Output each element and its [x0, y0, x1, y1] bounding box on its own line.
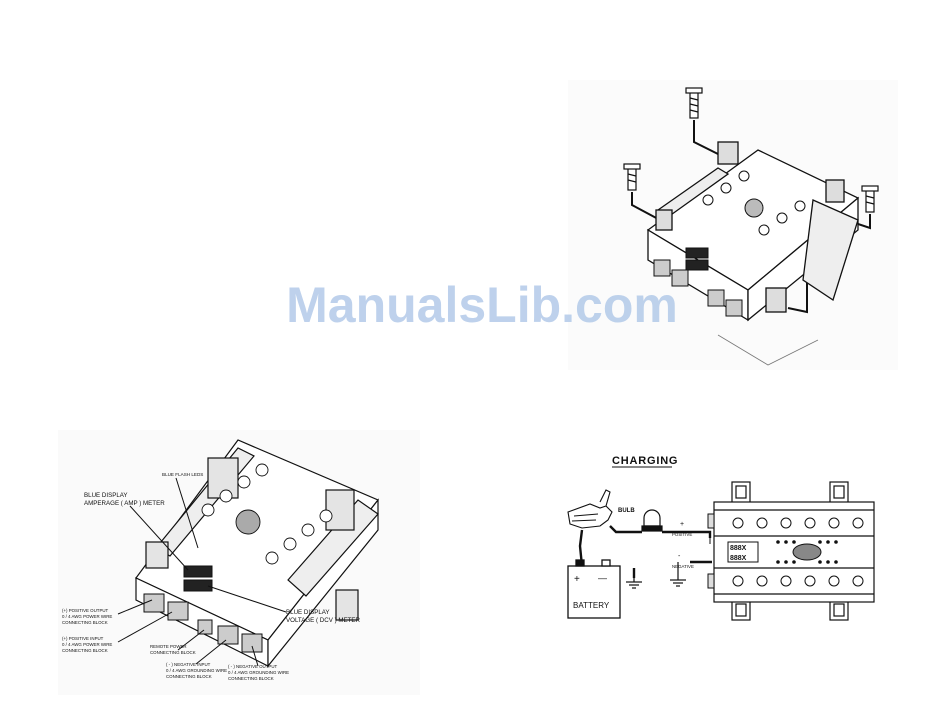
charging-diagram: CHARGING BULB + POSITIVE - NEGATIVE: [560, 450, 890, 630]
display-bottom: 888X: [730, 555, 747, 562]
label-positive-input: CONNECTING BLOCK: [62, 648, 108, 653]
negative-label: NEGATIVE: [672, 564, 694, 569]
battery-icon: [567, 559, 621, 619]
mounting-diagram-drawing: [568, 80, 898, 370]
label-positive-input: (+) POSITIVE INPUT: [62, 636, 104, 641]
label-amp-meter: BLUE DISPLAY: [84, 492, 128, 499]
charging-diagram-drawing: CHARGING BULB + POSITIVE - NEGATIVE: [567, 455, 875, 621]
label-positive-output: CONNECTING BLOCK: [62, 620, 108, 625]
hand-icon: [567, 489, 613, 529]
label-negative-output: CONNECTING BLOCK: [228, 676, 274, 681]
battery-minus: —: [598, 573, 607, 583]
battery-plus: +: [574, 574, 580, 585]
display-top: 888X: [730, 545, 747, 552]
label-volt-meter: VOLTAGE ( DCV ) METER: [286, 617, 361, 624]
label-negative-input: 0 / 4 AWG GROUNDING WIRE: [166, 668, 227, 673]
label-volt-meter: BLUE DISPLAY: [286, 609, 330, 616]
label-negative-input: ( - ) NEGATIVE INPUT: [166, 662, 211, 667]
label-remote-power: CONNECTING BLOCK: [150, 650, 196, 655]
label-negative-output: 0 / 4 AWG GROUNDING WIRE: [228, 670, 289, 675]
ground-icon: [670, 562, 686, 587]
positive-label: POSITIVE: [672, 532, 692, 537]
screw-icon: [685, 87, 703, 119]
logo-emblem: [792, 543, 822, 561]
bulb-icon: [641, 509, 663, 532]
label-negative-output: ( - ) NEGATIVE OUTPUT: [228, 664, 278, 669]
charging-title: CHARGING: [612, 455, 678, 467]
screw-icon: [623, 163, 641, 191]
label-negative-input: CONNECTING BLOCK: [166, 674, 212, 679]
mounting-diagram: [568, 80, 898, 370]
label-remote-power: REMOTE POWER: [150, 644, 187, 649]
label-positive-output: 0 / 4 AWG POWER WIRE: [62, 614, 112, 619]
label-blue-flash-leds: BLUE FLASH LEDS: [162, 472, 203, 477]
negative-sign: -: [678, 553, 681, 560]
component-diagram: BLUE FLASH LEDS BLUE DISPLAY AMPERAGE ( …: [58, 430, 420, 695]
label-positive-output: (+) POSITIVE OUTPUT: [62, 608, 109, 613]
label-positive-input: 0 / 4 AWG POWER WIRE: [62, 642, 112, 647]
screw-icon: [861, 185, 879, 213]
bulb-label: BULB: [618, 508, 635, 514]
positive-sign: +: [680, 521, 684, 528]
component-diagram-drawing: BLUE FLASH LEDS BLUE DISPLAY AMPERAGE ( …: [58, 430, 420, 695]
label-amp-meter: AMPERAGE ( AMP ) METER: [84, 500, 165, 507]
battery-label: BATTERY: [573, 601, 610, 610]
watermark: ManualsLib.com: [286, 277, 678, 333]
ground-icon: [626, 578, 642, 589]
